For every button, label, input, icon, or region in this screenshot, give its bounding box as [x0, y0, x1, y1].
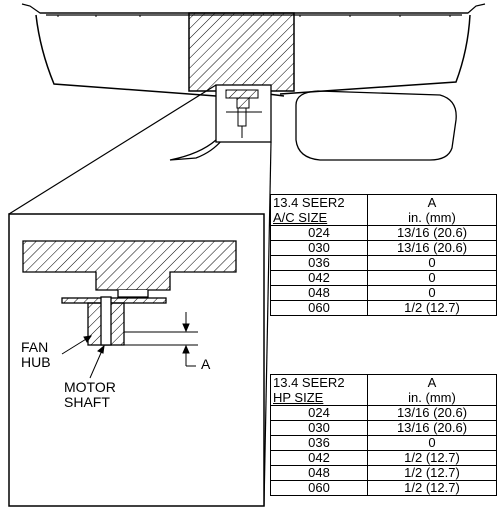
ac-table-header: 13.4 SEER2 A/C SIZE A in. (mm) [270, 194, 497, 226]
ac-table-size-header: 13.4 SEER2 A/C SIZE [270, 194, 368, 226]
dimension-a-label: A [201, 356, 211, 372]
fan-hub-label: FAN HUB [21, 339, 51, 370]
leader-lines [61, 335, 105, 379]
motor-mount [188, 12, 295, 92]
detail-hub-assembly [22, 240, 237, 346]
hp-table-size-header: 13.4 SEER2 HP SIZE [270, 374, 368, 406]
dimension-arrows [182, 312, 196, 367]
detail-source-hub [225, 89, 262, 138]
zoom-lines [8, 84, 272, 507]
hp-table-a-header: A in. (mm) [367, 374, 497, 406]
ac-table-a-header: A in. (mm) [367, 194, 497, 226]
hp-table-header: 13.4 SEER2 HP SIZE A in. (mm) [270, 374, 497, 406]
lower-blades [169, 90, 457, 161]
motor-shaft-label: MOTOR SHAFT [64, 379, 116, 410]
